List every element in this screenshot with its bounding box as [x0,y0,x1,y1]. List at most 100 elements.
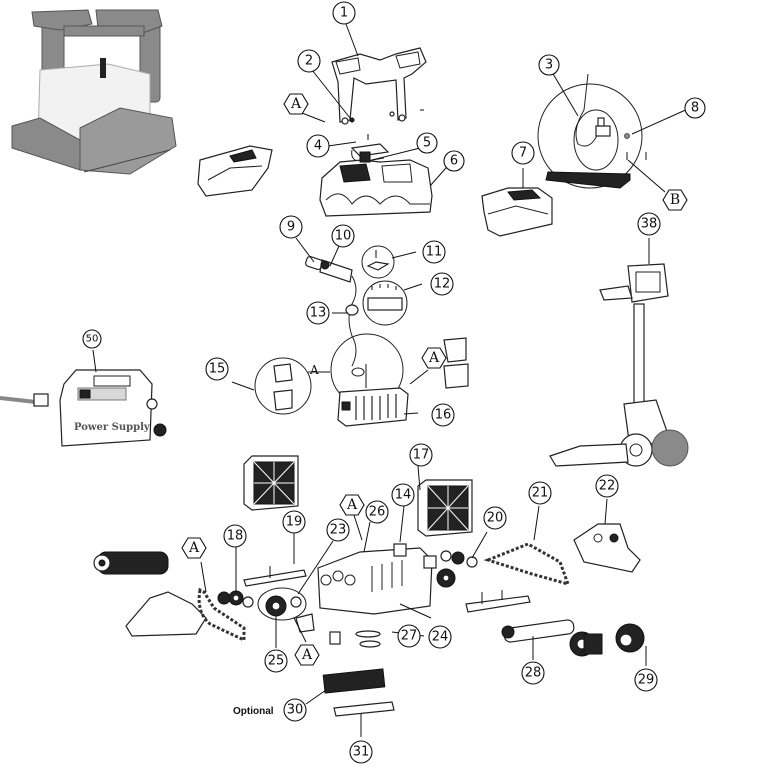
bar-part-19 [243,566,307,587]
svg-text:16: 16 [435,408,452,423]
robot-cleaner-photo [11,9,177,175]
part-27 [329,630,381,648]
svg-text:4: 4 [314,139,322,154]
callout-2: 2 [297,49,321,73]
callout-11: 11 [422,240,446,264]
top-body-part [319,151,433,217]
callout-29: 29 [634,668,658,692]
hex-marker-b: B [662,189,688,211]
svg-text:A: A [346,497,358,513]
callout-50: 50 [82,329,102,349]
svg-text:50: 50 [86,334,99,345]
svg-text:9: 9 [287,220,295,235]
chassis-part [317,543,437,615]
svg-text:6: 6 [450,154,458,169]
brush-roller-left [93,551,169,575]
callout-19: 19 [282,510,306,534]
side-plate-right [573,523,641,573]
svg-text:25: 25 [268,654,285,669]
svg-text:29: 29 [638,673,655,688]
callout-8: 8 [684,97,706,119]
svg-text:27: 27 [401,629,418,644]
callout-28: 28 [521,661,545,685]
callout-38: 38 [637,212,661,236]
optional-label: Optional [233,706,274,717]
callout-1: 1 [332,1,356,25]
brush-rollers-right [569,623,645,657]
impeller-detail [361,245,408,326]
connector-detail-circle [254,357,330,415]
callout-14: 14 [391,483,415,507]
callout-20: 20 [483,506,507,530]
svg-text:21: 21 [532,486,549,501]
callout-16: 16 [431,403,455,427]
hex-marker-a-track: A [181,537,207,559]
electronics-detail-circle [537,73,647,189]
gear-set-left [217,587,315,633]
svg-text:5: 5 [423,136,431,151]
svg-text:15: 15 [209,362,226,377]
callout-24: 24 [428,625,452,649]
track-right [483,542,571,587]
svg-text:10: 10 [335,229,352,244]
callout-15: 15 [205,357,229,381]
svg-text:12: 12 [434,277,451,292]
callout-25: 25 [264,649,288,673]
optional-brush [322,668,386,694]
callout-27: 27 [397,624,421,648]
callout-18: 18 [223,524,247,548]
svg-text:38: 38 [641,217,658,232]
gear-set-right [436,550,478,588]
hex-marker-a-top: A [283,93,309,115]
svg-text:A: A [290,96,302,112]
svg-text:31: 31 [353,745,370,760]
track-left [125,587,246,643]
power-supply-part: Power Supply [0,369,167,447]
leader-lines [92,23,691,737]
callout-31: 31 [349,740,373,764]
callout-13: 13 [306,301,330,325]
roller-shaft [501,619,575,643]
motor-unit-part [337,387,409,427]
bar-part-right [465,590,531,613]
callout-6: 6 [443,150,465,172]
svg-text:A: A [301,647,313,663]
callout-30: 30 [283,698,307,722]
callout-12: 12 [430,272,454,296]
svg-text:24: 24 [432,630,449,645]
callout-4: 4 [306,134,330,158]
callout-22: 22 [595,474,619,498]
caddy-part [549,263,689,467]
inline-marker-a: A [309,363,319,377]
svg-text:7: 7 [519,146,527,161]
clip-parts [443,337,469,389]
svg-text:23: 23 [330,523,347,538]
callout-26: 26 [365,500,389,524]
callout-10: 10 [331,224,355,248]
svg-text:17: 17 [413,448,430,463]
svg-text:14: 14 [395,488,412,503]
handle-part [331,47,427,125]
svg-text:30: 30 [287,703,304,718]
svg-text:1: 1 [340,6,348,21]
svg-text:3: 3 [545,58,553,73]
svg-text:2: 2 [305,54,313,69]
plate-31 [333,701,395,717]
filter-right [417,479,473,537]
callout-7: 7 [511,141,535,165]
hex-marker-a-chassis: A [339,494,365,516]
svg-text:26: 26 [369,505,386,520]
svg-text:8: 8 [691,101,699,116]
cable-swivel-part [305,255,359,367]
callout-3: 3 [538,54,560,76]
power-supply-label: Power Supply [74,422,151,433]
svg-text:20: 20 [487,511,504,526]
svg-text:A: A [188,540,200,556]
callout-9: 9 [279,215,303,239]
svg-text:11: 11 [426,245,443,260]
svg-text:19: 19 [286,515,303,530]
svg-text:A: A [428,350,440,366]
callout-17: 17 [409,443,433,467]
hex-marker-a-gear: A [294,644,320,666]
